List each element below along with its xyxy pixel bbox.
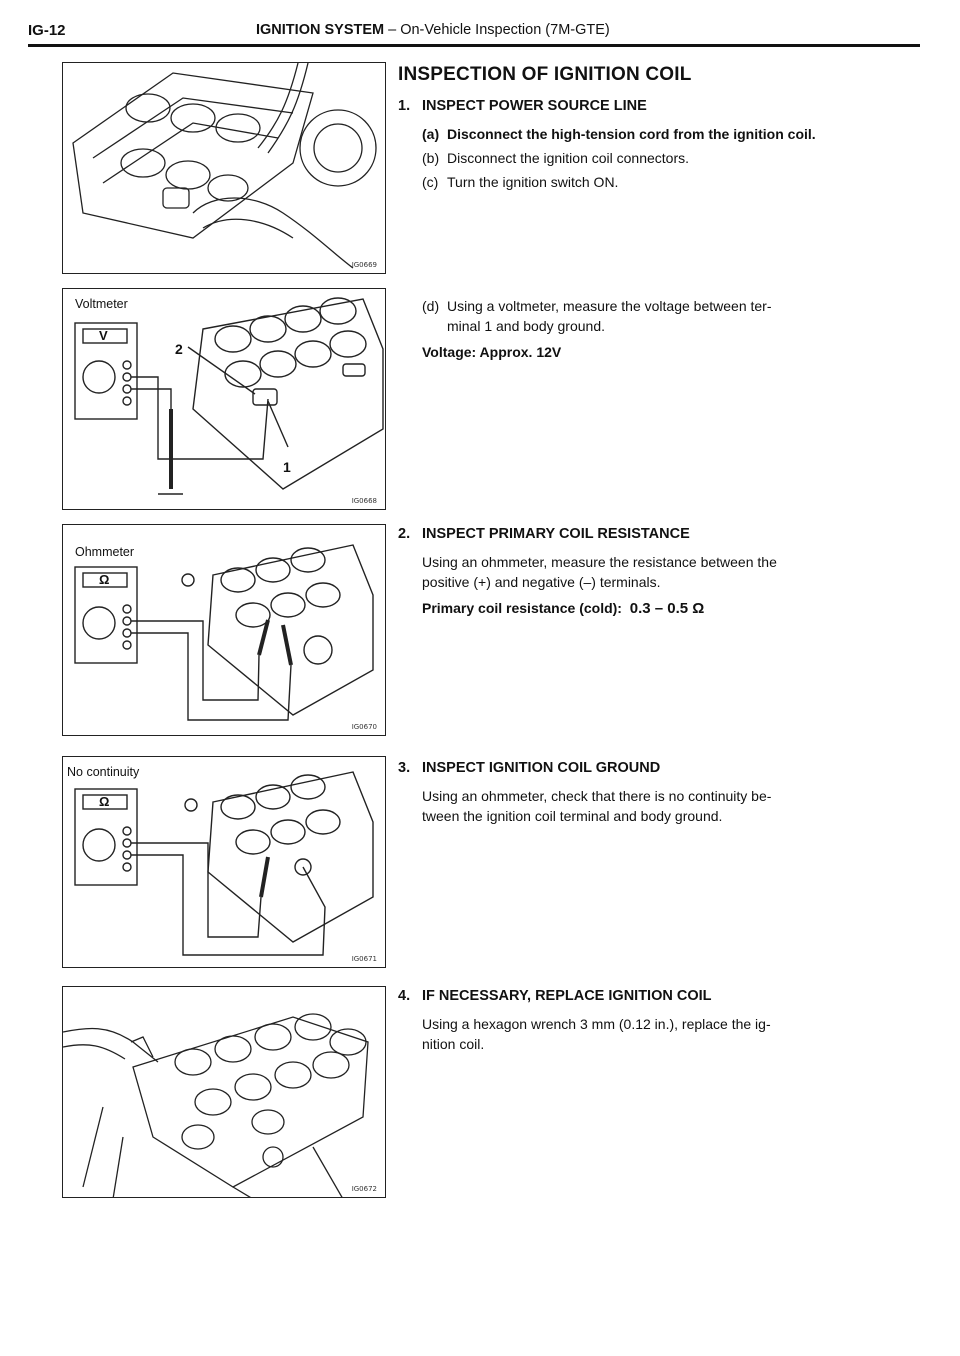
- step-number: 4.: [398, 988, 411, 1004]
- substep-tag: (b): [422, 150, 440, 166]
- step-number: 3.: [398, 760, 411, 776]
- engine-base: [82, 1106, 343, 1197]
- resistance-spec: Primary coil resistance (cold): 0.3 – 0.…: [422, 600, 704, 617]
- ohmmeter-illustration: [74, 544, 374, 721]
- coil-units: [120, 93, 261, 209]
- meter-icon: [74, 788, 138, 886]
- step-line-2: nition coil.: [422, 1036, 485, 1052]
- substep-tag: (d): [422, 298, 440, 314]
- engine-illustration: [72, 63, 377, 269]
- step-title: INSPECT IGNITION COIL GROUND: [422, 760, 661, 776]
- voltage-spec: Voltage: Approx. 12V: [422, 344, 562, 360]
- substep-d: (d) Using a voltmeter, measure the voltag…: [422, 296, 912, 336]
- step-line-1: Using a hexagon wrench 3 mm (0.12 in.), …: [422, 1016, 771, 1032]
- substep-text: Disconnect the high-tension cord from th…: [447, 126, 816, 142]
- substep-tag: (a): [422, 126, 440, 142]
- page-code: IG-12: [28, 22, 66, 39]
- probe-1: [257, 619, 270, 656]
- probe-2: [281, 624, 293, 666]
- step-line-2: positive (+) and negative (–) terminals.: [422, 574, 661, 590]
- spec-value: 0.3 – 0.5 Ω: [629, 600, 705, 617]
- substep-a: (a) Disconnect the high-tension cord from…: [422, 124, 912, 144]
- coil-pack: [181, 544, 374, 716]
- probe-lead-1: [131, 376, 269, 460]
- coil-pack: [132, 1013, 369, 1188]
- meter-icon: [74, 566, 138, 664]
- probe-lead-2: [131, 388, 172, 409]
- page-heading: INSPECTION OF IGNITION COIL: [398, 64, 692, 85]
- step-number: 1.: [398, 98, 411, 114]
- step-title: INSPECT PRIMARY COIL RESISTANCE: [422, 526, 690, 542]
- step-description: Using an ohmmeter, check that there is n…: [422, 786, 912, 826]
- step-2: 2. INSPECT PRIMARY COIL RESISTANCE Using…: [398, 526, 918, 617]
- substep-text: Turn the ignition switch ON.: [447, 174, 619, 190]
- probe-lead-1: [131, 620, 260, 701]
- figure-remove-cord: IG0669: [62, 62, 386, 274]
- figure-voltmeter: Voltmeter V 2 1 IG0668: [62, 288, 386, 510]
- substep-text-line2: minal 1 and body ground.: [447, 318, 605, 334]
- voltmeter-illustration: [74, 297, 384, 495]
- step-number: 2.: [398, 526, 411, 542]
- terminal-label-2: 2: [175, 341, 183, 357]
- figure-id: IG0672: [351, 1185, 377, 1193]
- ohmmeter-ground-illustration: [74, 771, 374, 956]
- substep-text: Disconnect the ignition coil connectors.: [447, 150, 690, 166]
- probe-lead-1: [131, 842, 262, 938]
- figure-id: IG0670: [351, 723, 377, 731]
- probe-lead-2: [131, 854, 326, 956]
- step-description: Using a hexagon wrench 3 mm (0.12 in.), …: [422, 1014, 912, 1054]
- leader-line-2: [187, 346, 256, 395]
- coil-pack: [184, 771, 374, 943]
- step-3: 3. INSPECT IGNITION COIL GROUND Using an…: [398, 760, 918, 830]
- figure-label: Voltmeter: [75, 297, 128, 311]
- replace-coil-illustration: [63, 1013, 369, 1197]
- hand-with-wrench: [63, 1027, 159, 1063]
- leader-line-1: [267, 400, 289, 448]
- figure-no-continuity: No continuity Ω IG0671: [62, 756, 386, 968]
- substep-b: (b) Disconnect the ignition coil connecto…: [422, 148, 912, 168]
- hand: [192, 197, 354, 269]
- step-line-1: Using an ohmmeter, check that there is n…: [422, 788, 772, 804]
- figure-label: No continuity: [67, 765, 140, 779]
- figure-id: IG0671: [351, 955, 377, 963]
- meter-symbol: V: [99, 328, 108, 343]
- section-title-sub: – On-Vehicle Inspection (7M-GTE): [384, 22, 610, 38]
- coil-block-outline: [72, 72, 314, 239]
- meter-icon: [74, 322, 138, 420]
- step-title: INSPECT POWER SOURCE LINE: [422, 98, 647, 114]
- probe-lead-2: [131, 632, 292, 721]
- spec-label: Primary coil resistance (cold):: [422, 600, 622, 616]
- section-title-main: IGNITION SYSTEM: [256, 22, 385, 38]
- substep-text-line1: Using a voltmeter, measure the voltage b…: [447, 298, 772, 314]
- step-1: 1. INSPECT POWER SOURCE LINE (a) Disconne…: [398, 98, 918, 348]
- step-description: Using an ohmmeter, measure the resistanc…: [422, 552, 912, 592]
- page-header: IG-12 IGNITION SYSTEM – On-Vehicle Inspe…: [28, 18, 920, 48]
- header-rule: [28, 44, 920, 47]
- step-line-1: Using an ohmmeter, measure the resistanc…: [422, 554, 777, 570]
- figure-id: IG0669: [351, 261, 377, 269]
- meter-symbol: Ω: [99, 572, 110, 587]
- substep-tag: (c): [422, 174, 439, 190]
- step-title: IF NECESSARY, REPLACE IGNITION COIL: [422, 988, 712, 1004]
- figure-ohmmeter: Ohmmeter Ω IG0670: [62, 524, 386, 736]
- cap: [299, 109, 377, 187]
- coil-pack: [192, 297, 384, 490]
- figure-id: IG0668: [351, 497, 377, 505]
- cord: [257, 63, 309, 154]
- step-4: 4. IF NECESSARY, REPLACE IGNITION COIL U…: [398, 988, 918, 1058]
- figure-replace-coil: IG0672: [62, 986, 386, 1198]
- probe-1: [259, 856, 270, 898]
- step-line-2: tween the ignition coil terminal and bod…: [422, 808, 723, 824]
- meter-symbol: Ω: [99, 794, 110, 809]
- terminal-label-1: 1: [283, 459, 291, 475]
- section-title: IGNITION SYSTEM – On-Vehicle Inspection …: [256, 22, 610, 38]
- substep-c: (c) Turn the ignition switch ON.: [422, 172, 912, 192]
- figure-label: Ohmmeter: [75, 545, 135, 559]
